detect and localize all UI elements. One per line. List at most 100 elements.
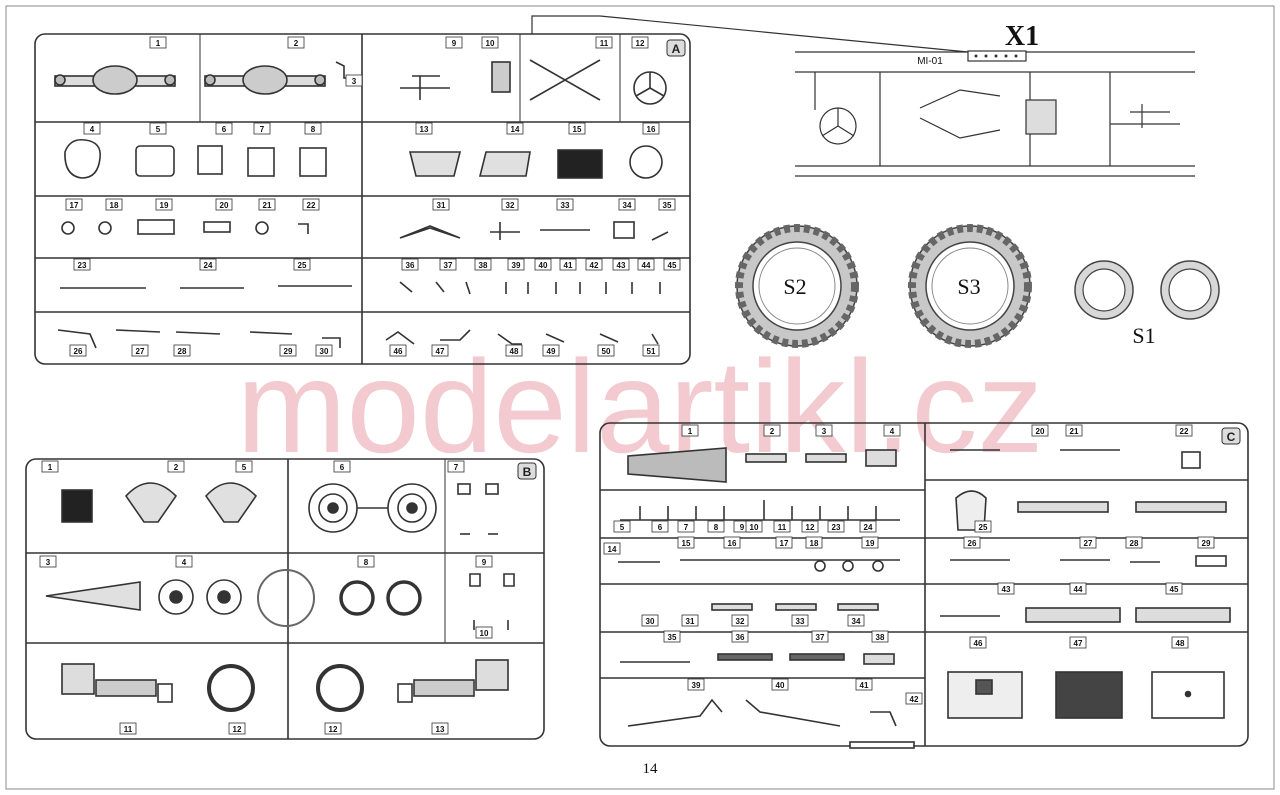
part-number-tag: 37: [439, 258, 457, 271]
part-number-tag: 45: [1165, 582, 1183, 595]
part-number: 43: [617, 261, 626, 270]
part-number: 8: [311, 125, 316, 134]
part-number-tag: 40: [534, 258, 552, 271]
part-number-tag: 31: [432, 198, 450, 211]
part-number: 31: [437, 201, 446, 210]
sprue-c-badge: C: [1221, 427, 1241, 445]
part-number: 1: [688, 427, 693, 436]
x1-steering-wheel: [819, 107, 857, 145]
part-box-7: [247, 147, 275, 177]
part-number: 7: [260, 125, 265, 134]
part-number-tag: 5: [149, 122, 167, 135]
part-number-tag: 15: [568, 122, 586, 135]
part-number: 30: [320, 347, 329, 356]
part-number: 50: [602, 347, 611, 356]
part-number-tag: 27: [131, 344, 149, 357]
part-number-tag: 32: [731, 614, 749, 627]
part-number-tag: 34: [847, 614, 865, 627]
part-b6-b7-small: [457, 483, 499, 535]
part-number: 38: [876, 633, 885, 642]
sprue-b-badge: B: [517, 462, 537, 480]
row4-c-bars: [711, 603, 1231, 623]
part-number-tag: 7: [253, 122, 271, 135]
part-number: 16: [728, 539, 737, 548]
part-number-tag: 14: [506, 122, 524, 135]
part-number: 3: [822, 427, 827, 436]
part-number: 23: [832, 523, 841, 532]
part-number-tag: 27: [1079, 536, 1097, 549]
part-b12-ring-left: [207, 664, 255, 712]
part-number: 10: [750, 523, 759, 532]
x1-rods: [919, 89, 1001, 139]
part-number-tag: 5: [613, 520, 631, 533]
tire-s1-label: S1: [1132, 323, 1155, 348]
part-number: 34: [852, 617, 861, 626]
page-border: [5, 5, 1275, 790]
part-c47-tank: [1055, 671, 1123, 719]
part-number: 22: [307, 201, 316, 210]
part-number-tag: 3: [345, 74, 363, 87]
sprue-x1: [531, 15, 1195, 177]
part-panel-13: [408, 151, 462, 177]
part-number: 10: [480, 629, 489, 638]
part-number-tag: 2: [167, 460, 185, 473]
part-number: 46: [394, 347, 403, 356]
part-number: 42: [910, 695, 919, 704]
part-number: 37: [444, 261, 453, 270]
part-number-tag: 7: [677, 520, 695, 533]
part-number: 19: [160, 201, 169, 210]
part-number: 7: [454, 463, 459, 472]
part-c2: [745, 453, 787, 463]
part-number-tag: 42: [585, 258, 603, 271]
part-seat-4: [64, 138, 102, 179]
part-number-tag: 13: [431, 722, 449, 735]
part-number-tag: 32: [501, 198, 519, 211]
part-number-tag: 25: [293, 258, 311, 271]
part-number-tag: 9: [475, 555, 493, 568]
part-number-tag: 2: [287, 36, 305, 49]
part-number: 38: [479, 261, 488, 270]
part-number-tag: 16: [723, 536, 741, 549]
part-number: 24: [864, 523, 873, 532]
part-number-tag: 28: [1125, 536, 1143, 549]
part-rods-11: [529, 59, 601, 101]
part-number-tag: 39: [687, 678, 705, 691]
part-number-tag: 6: [215, 122, 233, 135]
sprue-a: [34, 33, 691, 365]
part-number-tag: 48: [505, 344, 523, 357]
part-number: 7: [684, 523, 689, 532]
part-b11-engine-left: [61, 663, 173, 703]
part-number: 49: [547, 347, 556, 356]
part-number: 30: [646, 617, 655, 626]
part-b2-fender-right: [204, 482, 258, 523]
part-number: 11: [778, 523, 787, 532]
part-b5-hubs: [308, 483, 437, 533]
row3-small-parts-b: [399, 221, 669, 241]
part-number: 2: [770, 427, 775, 436]
x1-bracket: [1025, 99, 1057, 135]
part-number-tag: 12: [324, 722, 342, 735]
part-number: 35: [668, 633, 677, 642]
part-number-tag: 47: [431, 344, 449, 357]
part-number-tag: 41: [559, 258, 577, 271]
part-b2-fender-left: [124, 482, 178, 523]
part-number: 36: [736, 633, 745, 642]
part-number: 4: [182, 558, 187, 567]
part-number: 14: [608, 545, 617, 554]
row3-small-parts-a: [61, 219, 309, 235]
part-b-ring-large: [257, 569, 315, 627]
part-number-tag: 7: [447, 460, 465, 473]
part-number-tag: 21: [258, 198, 276, 211]
part-number-tag: 26: [69, 344, 87, 357]
svg-text:C: C: [1227, 430, 1236, 444]
part-number: 28: [178, 347, 187, 356]
part-number-tag: 20: [1031, 424, 1049, 437]
part-number: 9: [452, 39, 457, 48]
part-number-tag: 50: [597, 344, 615, 357]
part-number: 14: [511, 125, 520, 134]
part-number: 5: [242, 463, 247, 472]
part-number-tag: 44: [1069, 582, 1087, 595]
part-number: 15: [573, 125, 582, 134]
part-number: 9: [482, 558, 487, 567]
